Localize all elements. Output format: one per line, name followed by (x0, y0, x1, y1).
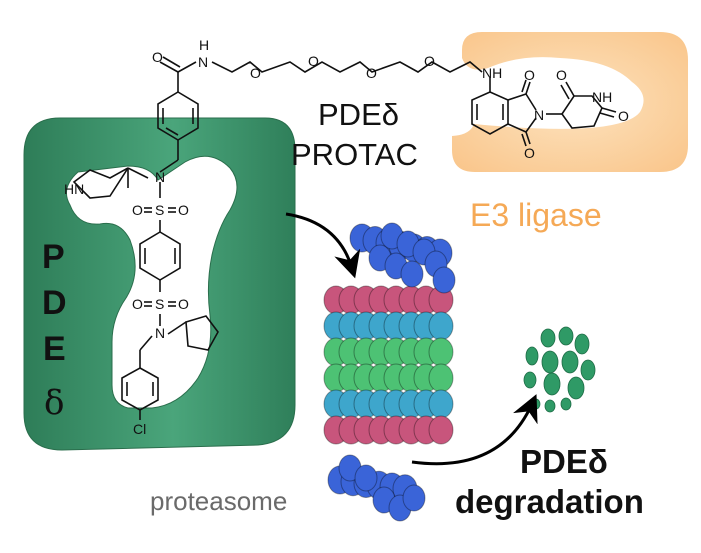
atom-amide-n: N (198, 54, 208, 70)
protein-fragment (531, 398, 541, 410)
atom-piperidine-hn: HN (64, 181, 84, 197)
atom-sulfonyl1-o-left: O (132, 202, 143, 218)
arrow-to-degradation (411, 394, 538, 466)
protein-fragment (561, 350, 579, 374)
atom-sulfonamide-n: N (155, 169, 165, 185)
atom-labels: O H N O O O O NH O O N O NH O N HN O S O… (64, 37, 629, 437)
proteasome-complex (323, 222, 456, 522)
atom-sulfonyl2-o-left: O (132, 296, 143, 312)
protein-fragment (567, 376, 585, 400)
pde-letter-delta: δ (44, 383, 64, 423)
atom-chloro: Cl (133, 421, 146, 437)
atom-amide-o: O (152, 49, 163, 65)
proteasome-bead (428, 415, 454, 445)
atom-aniline-nh: NH (482, 65, 502, 81)
pde-letter-p: P (42, 238, 65, 276)
proteasome-bead (402, 484, 426, 512)
protac-chemical-structure (72, 56, 617, 420)
atom-amide-h: H (199, 37, 209, 53)
atom-ether-o-3: O (366, 65, 377, 81)
atom-glut-nh: NH (592, 89, 612, 105)
protein-fragment (544, 399, 556, 413)
protac-title-line1: PDEδ (318, 97, 399, 132)
proteasome-label: proteasome (150, 486, 287, 516)
arrow-to-proteasome (285, 212, 361, 279)
proteasome-bead (428, 363, 454, 393)
atom-glut-o-top: O (556, 67, 567, 83)
protein-fragment (525, 346, 539, 366)
protein-fragment (543, 372, 561, 396)
atom-lower-n: N (155, 325, 165, 341)
proteasome-bead (432, 266, 456, 294)
protein-fragment (540, 328, 556, 348)
atom-phth-o-bottom: O (524, 145, 535, 161)
protein-fragment (580, 359, 596, 381)
degradation-fragments (523, 326, 596, 413)
atom-sulfonyl2-s: S (155, 296, 164, 312)
atom-sulfonyl1-s: S (155, 202, 164, 218)
atom-ether-o-2: O (308, 53, 319, 69)
pde-letter-e: E (43, 330, 66, 368)
protein-fragment (574, 333, 590, 355)
proteasome-bead (428, 337, 454, 367)
protein-fragment (523, 371, 537, 389)
protac-title-line2: PROTAC (291, 137, 418, 172)
e3-ligase-protein (452, 32, 688, 172)
protein-fragment (560, 397, 572, 411)
pde-letter-d: D (42, 284, 67, 322)
protein-fragment (558, 326, 574, 346)
proteasome-bead (428, 389, 454, 419)
proteasome-bead (354, 464, 378, 492)
atom-phth-o-top: O (524, 67, 535, 83)
degradation-label-line1: PDEδ (520, 443, 608, 480)
atom-ether-o-1: O (250, 65, 261, 81)
protein-fragment (541, 350, 559, 374)
proteasome-bead (400, 260, 424, 288)
atom-sulfonyl1-o-right: O (178, 202, 189, 218)
e3-ligase-label: E3 ligase (470, 197, 602, 233)
atom-sulfonyl2-o-right: O (178, 296, 189, 312)
atom-ether-o-4: O (424, 53, 435, 69)
atom-glut-o-right: O (618, 108, 629, 124)
atom-phth-n: N (534, 107, 544, 123)
proteasome-bead (428, 311, 454, 341)
degradation-label-line2: degradation (455, 483, 644, 520)
